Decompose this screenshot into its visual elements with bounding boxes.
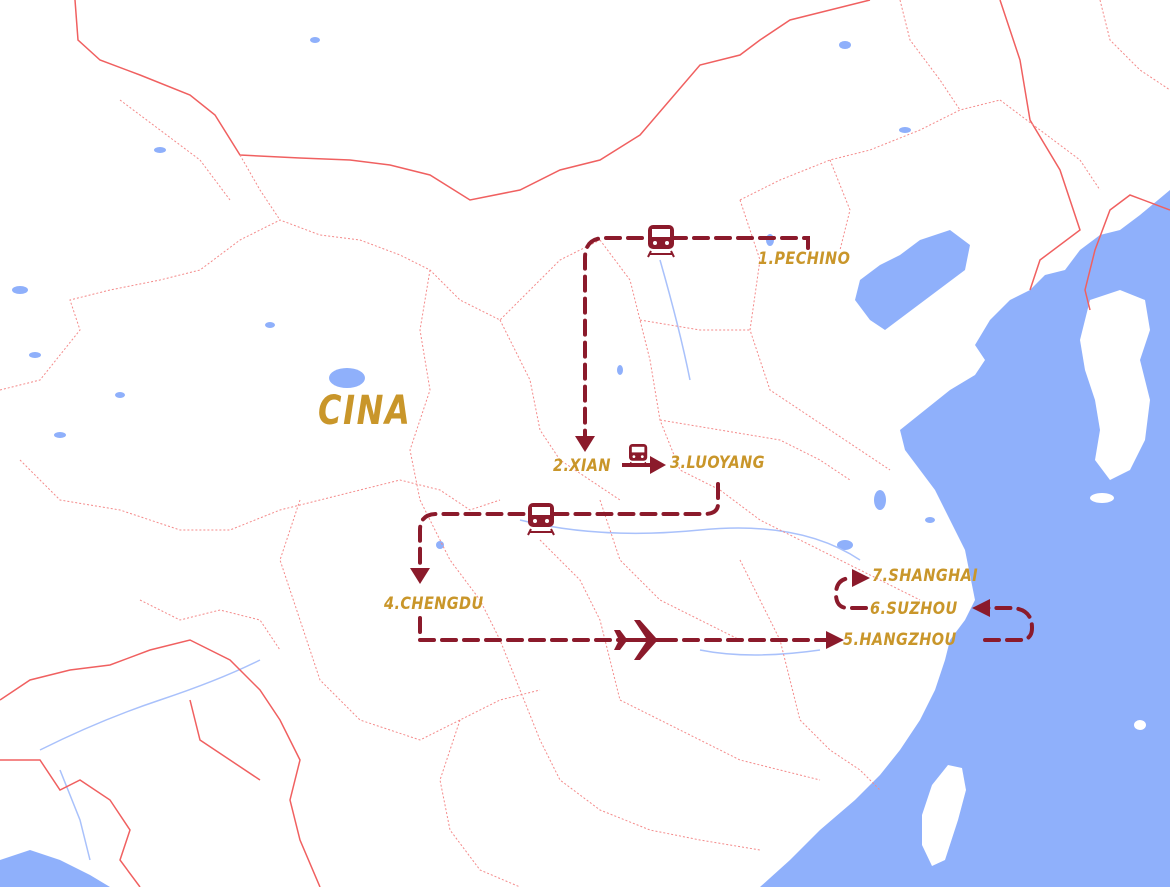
arrow-right-icon <box>852 569 870 587</box>
country-label: CINA <box>318 388 412 434</box>
international-border <box>74 0 871 201</box>
island <box>1090 493 1114 503</box>
city-label-suzhou[interactable]: 6.SUZHOU <box>870 599 958 619</box>
arrow-down-icon <box>575 436 595 452</box>
international-border <box>1084 194 1170 311</box>
route-hangzhou-suzhou <box>983 606 1035 642</box>
sea-area <box>760 190 1170 887</box>
bohai-bay <box>855 230 970 330</box>
international-border <box>999 0 1081 291</box>
city-label-luoyang[interactable]: 3.LUOYANG <box>670 453 765 473</box>
korea-land <box>1080 290 1150 480</box>
city-label-shanghai[interactable]: 7.SHANGHAI <box>872 566 979 586</box>
rivers <box>39 259 861 861</box>
arrow-heads <box>410 436 990 649</box>
arrow-right-icon <box>826 631 844 649</box>
international-border <box>189 699 261 781</box>
city-label-hangzhou[interactable]: 5.HANGZHOU <box>843 630 957 650</box>
arrow-down-icon <box>410 568 430 584</box>
lakes <box>12 37 935 550</box>
arrow-left-icon <box>972 599 990 617</box>
route-suzhou-shanghai <box>833 576 868 610</box>
airplane-icon <box>614 620 666 660</box>
international-border <box>0 759 141 887</box>
route-lines <box>418 236 1035 642</box>
city-label-pechino[interactable]: 1.PECHINO <box>758 249 851 269</box>
city-label-chengdu[interactable]: 4.CHENGDU <box>384 594 484 614</box>
island <box>1134 720 1146 730</box>
city-label-xian[interactable]: 2.XIAN <box>553 456 611 476</box>
train-icon <box>647 225 675 258</box>
arrow-right-icon <box>650 456 666 474</box>
route-pechino-xian <box>583 236 810 440</box>
train-icon <box>628 444 648 467</box>
bay-of-bengal <box>0 850 110 887</box>
route-luoyang-chengdu <box>418 482 720 572</box>
route-chengdu-hangzhou <box>418 616 832 642</box>
international-border <box>0 639 321 887</box>
taiwan-island <box>922 765 966 866</box>
train-icon <box>527 503 555 536</box>
